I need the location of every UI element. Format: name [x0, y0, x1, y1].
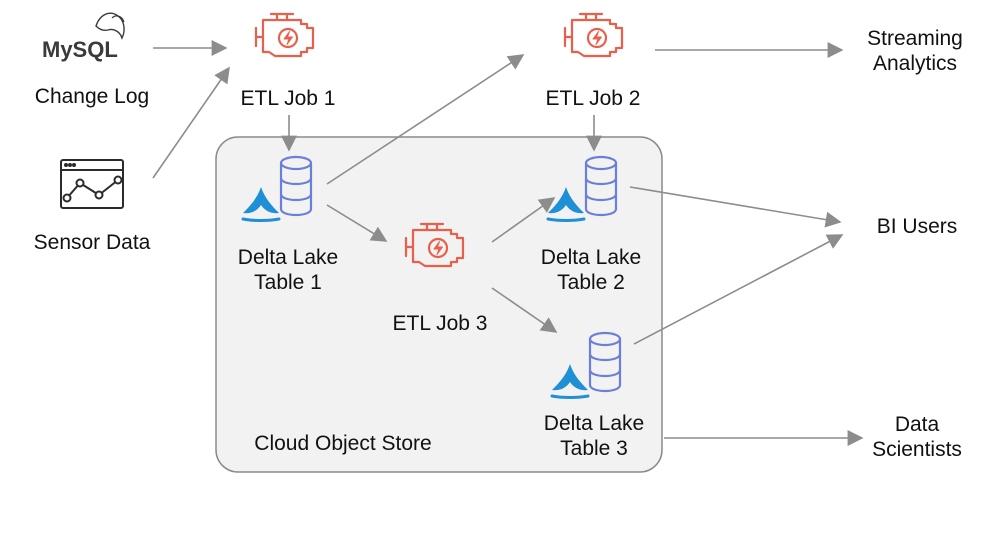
table-2-label-line-1: Delta Lake — [540, 246, 642, 269]
streaming-analytics-line-1: Streaming — [867, 27, 963, 50]
streaming-analytics-line-2: Analytics — [872, 52, 958, 75]
cloud-object-store-label: Cloud Object Store — [254, 432, 432, 455]
arrow-etl3-to-table2 — [491, 197, 556, 243]
change-log-label: Change Log — [34, 85, 150, 108]
bi-users-label: BI Users — [876, 215, 958, 238]
arrow-sensor-to-etl1 — [152, 66, 230, 179]
etl-job-2-label: ETL Job 2 — [545, 87, 641, 110]
table-3-label-line-2: Table 3 — [560, 437, 628, 460]
etl-job-1-label: ETL Job 1 — [240, 87, 336, 110]
arrow-table1-to-etl2 — [326, 54, 525, 185]
arrow-table1-to-etl3 — [326, 204, 388, 242]
table-2-label: Delta Lake Table 2 — [541, 245, 641, 295]
etl-job-2-engine-icon — [563, 12, 624, 58]
table-1-label-line-1: Delta Lake — [237, 246, 339, 269]
etl-job-1-engine-icon — [254, 12, 315, 58]
table-3-label: Delta Lake Table 3 — [544, 411, 644, 461]
table-1-label: Delta Lake Table 1 — [238, 245, 338, 295]
data-scientists-label: Data Scientists — [872, 412, 962, 462]
sensor-data-label: Sensor Data — [33, 231, 151, 254]
sensor-chart-icon — [60, 159, 124, 209]
data-scientists-line-2: Scientists — [872, 438, 962, 461]
table-2-label-line-2: Table 2 — [557, 271, 625, 294]
table-3-label-line-1: Delta Lake — [543, 412, 645, 435]
arrow-etl3-to-table3 — [491, 287, 558, 333]
mysql-logo-text: MySQL — [42, 37, 118, 62]
arrow-table2-to-bi — [629, 186, 842, 228]
table-1-label-line-2: Table 1 — [254, 271, 322, 294]
mysql-logo: MySQL — [42, 12, 125, 62]
arrow-table3-to-bi — [633, 234, 844, 345]
etl-job-3-label: ETL Job 3 — [392, 312, 488, 335]
streaming-analytics-label: Streaming Analytics — [867, 26, 963, 76]
data-scientists-line-1: Data — [894, 413, 940, 436]
